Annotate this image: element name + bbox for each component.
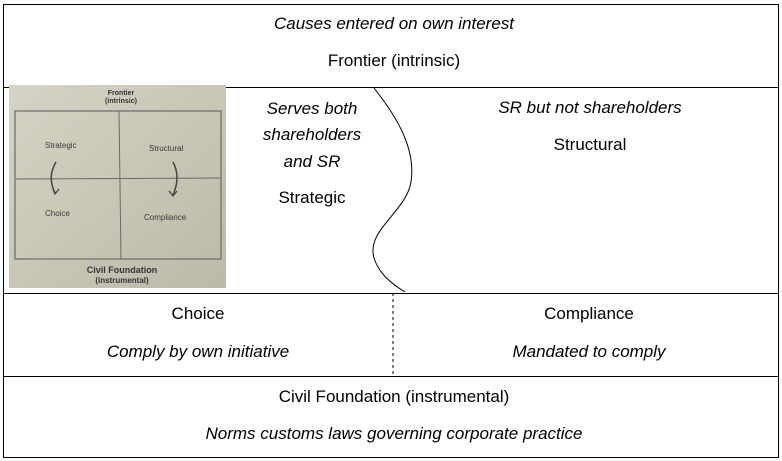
strategic-label: Strategic [278,188,346,207]
strategic-desc-line3: and SR [283,152,341,171]
top-frontier-label: Frontier (intrinsic) [327,51,461,70]
diagram-frame [3,4,779,458]
strategic-desc-line2: shareholders [262,125,362,144]
thumb-label-choice: Choice [45,209,70,218]
thumb-label-structural: Structural [149,144,184,153]
choice-label: Choice [171,304,225,323]
compliance-desc: Mandated to comply [512,342,666,361]
thumb-top-title: Frontier [107,90,135,97]
thumb-label-strategic: Strategic [45,141,77,150]
strategic-desc-line1: Serves both [266,99,358,118]
divider-top [4,87,778,88]
thumb-top-subtitle: (intrinsic) [105,98,137,105]
civil-foundation-label: Civil Foundation (instrumental) [278,387,510,406]
thumb-label-compliance: Compliance [144,213,187,222]
compliance-label: Compliance [544,304,634,323]
divider-bottom [4,376,778,377]
diagram-thumbnail-image: Frontier (intrinsic) Strategic Structura… [9,85,226,288]
civil-foundation-desc: Norms customs laws governing corporate p… [205,424,583,443]
thumbnail-drawing [9,85,226,288]
structural-desc: SR but not shareholders [498,98,682,117]
top-cause-text: Causes entered on own interest [273,14,515,33]
structural-label: Structural [553,135,627,154]
choice-desc: Comply by own initiative [106,342,290,361]
thumb-bottom-title: Civil Foundation [86,265,158,275]
divider-middle [4,293,778,294]
thumb-bottom-subtitle: (instrumental) [95,276,149,285]
